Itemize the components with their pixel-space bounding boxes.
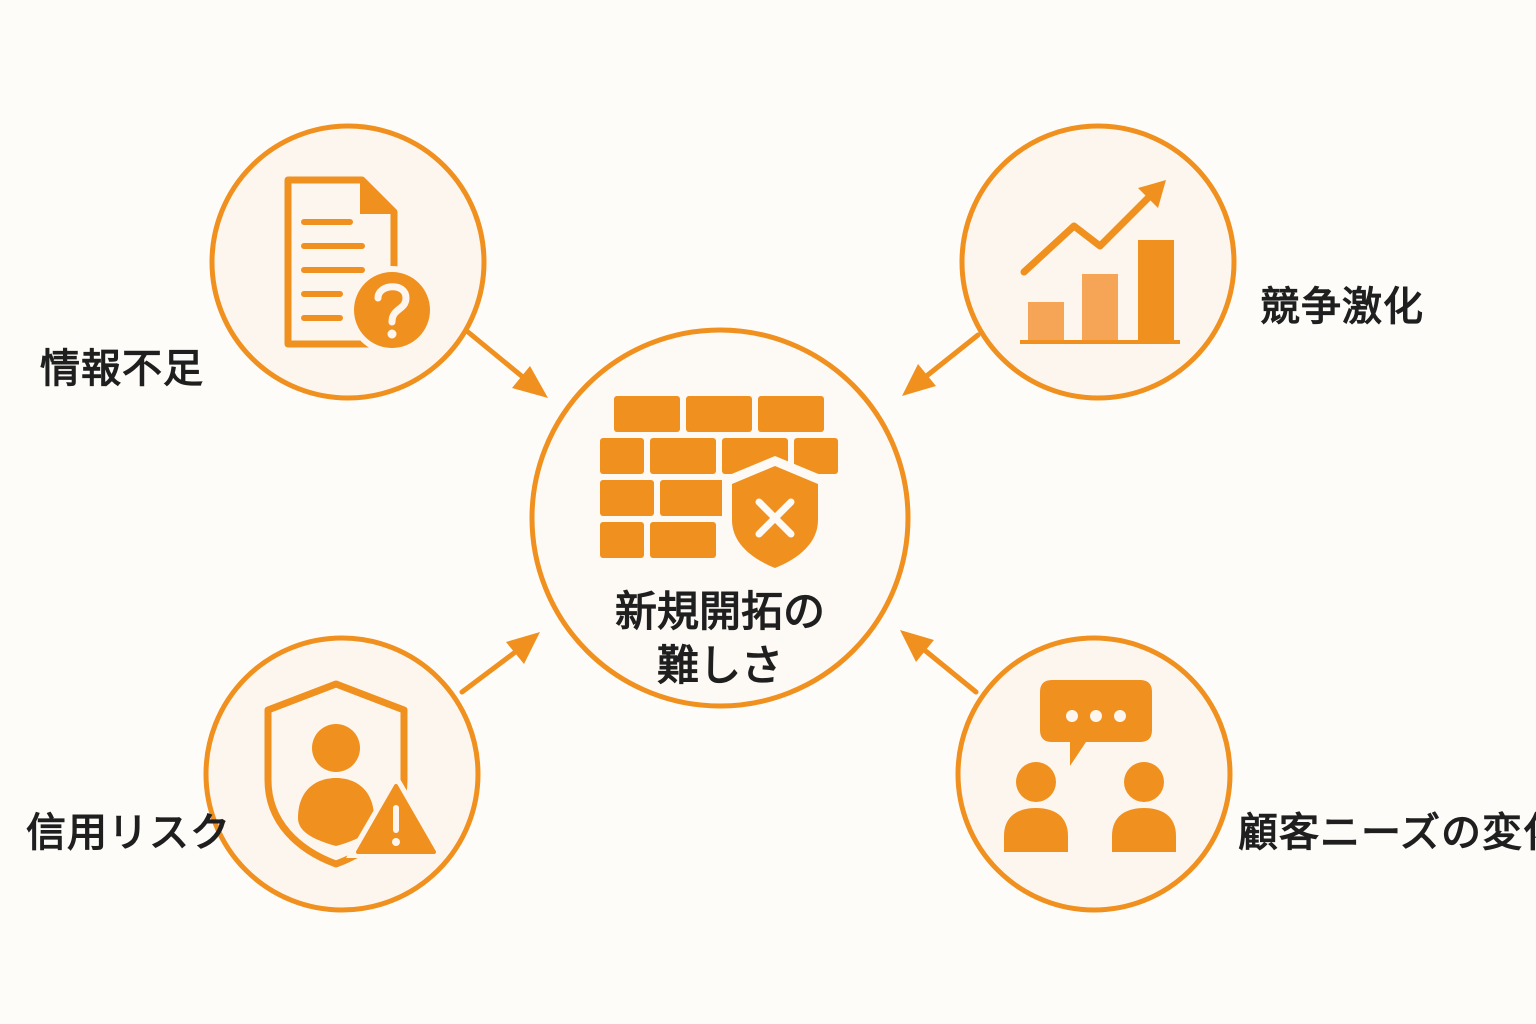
label-customer-needs-change: 顧客ニーズの変化 bbox=[1238, 810, 1536, 856]
shield-user-warning-icon bbox=[264, 680, 446, 868]
arrow-top-left bbox=[465, 329, 548, 398]
node-top-right bbox=[959, 123, 1237, 401]
arrow-bottom-right bbox=[900, 630, 979, 695]
shield-x-icon bbox=[722, 456, 828, 580]
node-top-left bbox=[209, 123, 487, 401]
label-intensified-competition: 競争激化 bbox=[1260, 284, 1424, 330]
center-node bbox=[529, 327, 911, 709]
arrow-top-right bbox=[902, 332, 981, 396]
node-bottom-left bbox=[203, 635, 481, 913]
center-label-line2: 難しさ bbox=[656, 641, 783, 690]
document-question-icon bbox=[284, 176, 436, 354]
node-bottom-right bbox=[955, 635, 1233, 913]
center-label-line1: 新規開拓の bbox=[614, 587, 825, 636]
people-chat-icon bbox=[1004, 680, 1176, 852]
label-information-shortage: 情報不足 bbox=[40, 346, 204, 392]
label-credit-risk: 信用リスク bbox=[26, 810, 231, 856]
arrow-bottom-left bbox=[459, 632, 540, 695]
center-label: 新規開拓の 難しさ bbox=[560, 585, 880, 693]
growth-bar-chart-icon bbox=[1020, 180, 1180, 344]
